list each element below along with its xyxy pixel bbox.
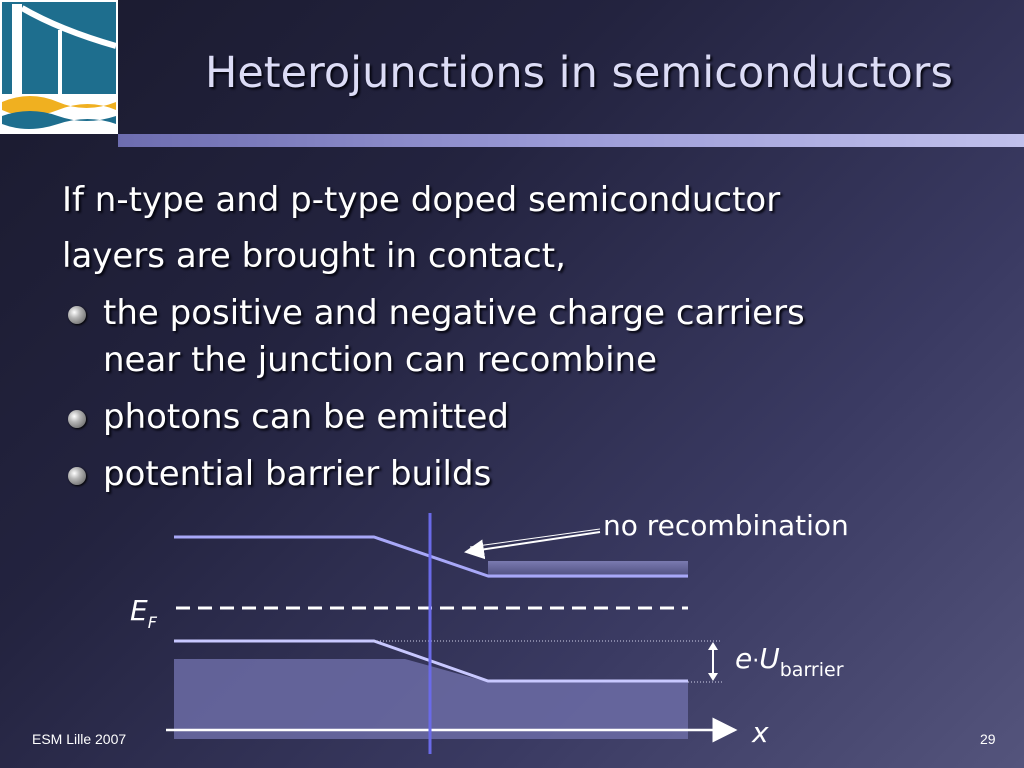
- conduction-band-fill: [488, 561, 688, 578]
- footer-conference: ESM Lille 2007: [32, 731, 127, 747]
- barrier-arrow-head-top: [708, 642, 718, 650]
- bullet-line: photons can be emitted: [103, 397, 509, 437]
- no-recombination-label: no recombination: [603, 509, 849, 542]
- bullet-line: potential barrier builds: [103, 454, 492, 494]
- bullet-item: the positive and negative charge carrier…: [66, 290, 953, 384]
- intro-text: If n-type and p-type doped semiconductor…: [62, 172, 780, 284]
- intro-line: layers are brought in contact,: [62, 236, 566, 276]
- barrier-label: e·Ubarrier: [735, 642, 844, 681]
- annotation-arrow-shadow: [469, 528, 601, 548]
- annotation-arrow: [464, 531, 601, 560]
- slide-title: Heterojunctions in semiconductors: [205, 48, 953, 98]
- sphere-bullet-icon: [68, 410, 86, 428]
- page-number: 29: [980, 731, 996, 747]
- bridge-logo: [0, 0, 118, 134]
- band-diagram: no recombination EF e·Ubarrier x: [130, 509, 849, 754]
- bullet-line: near the junction can recombine: [103, 340, 658, 380]
- fermi-level-label: EF: [130, 594, 158, 632]
- sphere-bullet-icon: [68, 467, 86, 485]
- x-axis-label: x: [751, 716, 769, 749]
- intro-line: If n-type and p-type doped semiconductor: [62, 180, 781, 220]
- bullet-line: the positive and negative charge carrier…: [103, 293, 805, 333]
- barrier-arrow-head-bottom: [708, 673, 718, 681]
- sphere-bullet-icon: [68, 306, 86, 324]
- bullet-item: photons can be emitted: [66, 394, 953, 441]
- bullet-list: the positive and negative charge carrier…: [66, 290, 953, 508]
- bullet-item: potential barrier builds: [66, 451, 953, 498]
- title-underline-bar: [118, 134, 1024, 147]
